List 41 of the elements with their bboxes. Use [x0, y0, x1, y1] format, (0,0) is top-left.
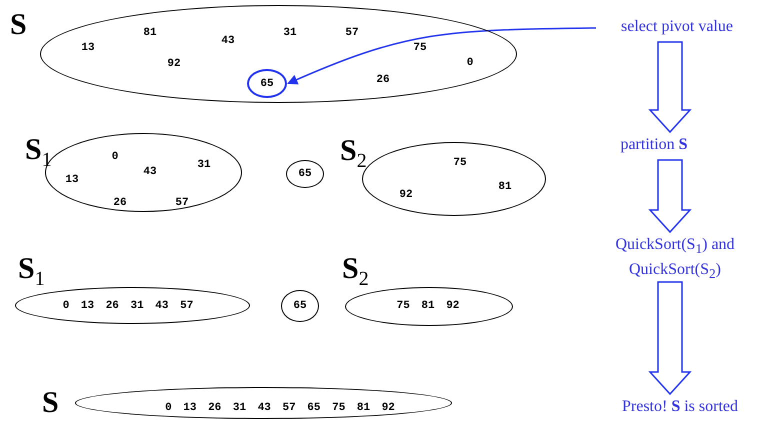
step-text: QuickSort(S$_{1}$) and QuickSort(S$_{2}$): [590, 234, 760, 280]
number-label: 13: [81, 42, 95, 54]
set-name: S$_{1}$: [18, 254, 45, 292]
number-label: 75: [453, 157, 467, 169]
number-label: 92: [399, 189, 413, 201]
number-label: 75 81 92: [396, 300, 460, 312]
number-label: 31: [283, 27, 297, 39]
number-label: 65: [260, 78, 274, 90]
set-name: S$_{2}$: [342, 254, 369, 292]
step-text: partition S: [598, 134, 710, 158]
arrow: [287, 27, 596, 85]
number-label: 75: [413, 42, 427, 54]
number-label: 0: [112, 151, 118, 163]
number-label: 81: [498, 181, 512, 193]
number-label: 0: [466, 57, 474, 69]
number-label: 0 13 26 31 43 57: [62, 300, 194, 312]
number-label: 26: [113, 197, 127, 209]
pivot-circle: [286, 160, 324, 188]
set-name: S$_{1}$: [25, 135, 52, 173]
number-label: 43: [221, 35, 235, 47]
block-arrow: [648, 41, 692, 134]
block-arrow: [648, 159, 692, 234]
number-label: 65: [298, 168, 312, 180]
set-name: S: [10, 10, 27, 40]
set-name: S: [42, 388, 59, 418]
number-label: 43: [143, 166, 157, 178]
pivot-circle: [247, 69, 287, 98]
number-label: 31: [197, 159, 211, 171]
number-label: 13: [65, 174, 79, 186]
block-arrow: [648, 281, 692, 396]
number-label: 65: [293, 300, 307, 312]
pivot-circle: [281, 290, 319, 322]
number-label: 81: [143, 27, 157, 39]
set-name: S$_{2}$: [340, 136, 367, 174]
number-label: 92: [167, 58, 181, 70]
number-label: 57: [345, 27, 359, 39]
number-label: 57: [175, 197, 189, 209]
step-text: Presto! S is sorted: [600, 396, 760, 420]
number-label: 26: [376, 74, 390, 86]
number-label: 0 13 26 31 43 57 65 75 81 92: [165, 402, 395, 414]
step-text: select pivot value: [598, 16, 756, 40]
